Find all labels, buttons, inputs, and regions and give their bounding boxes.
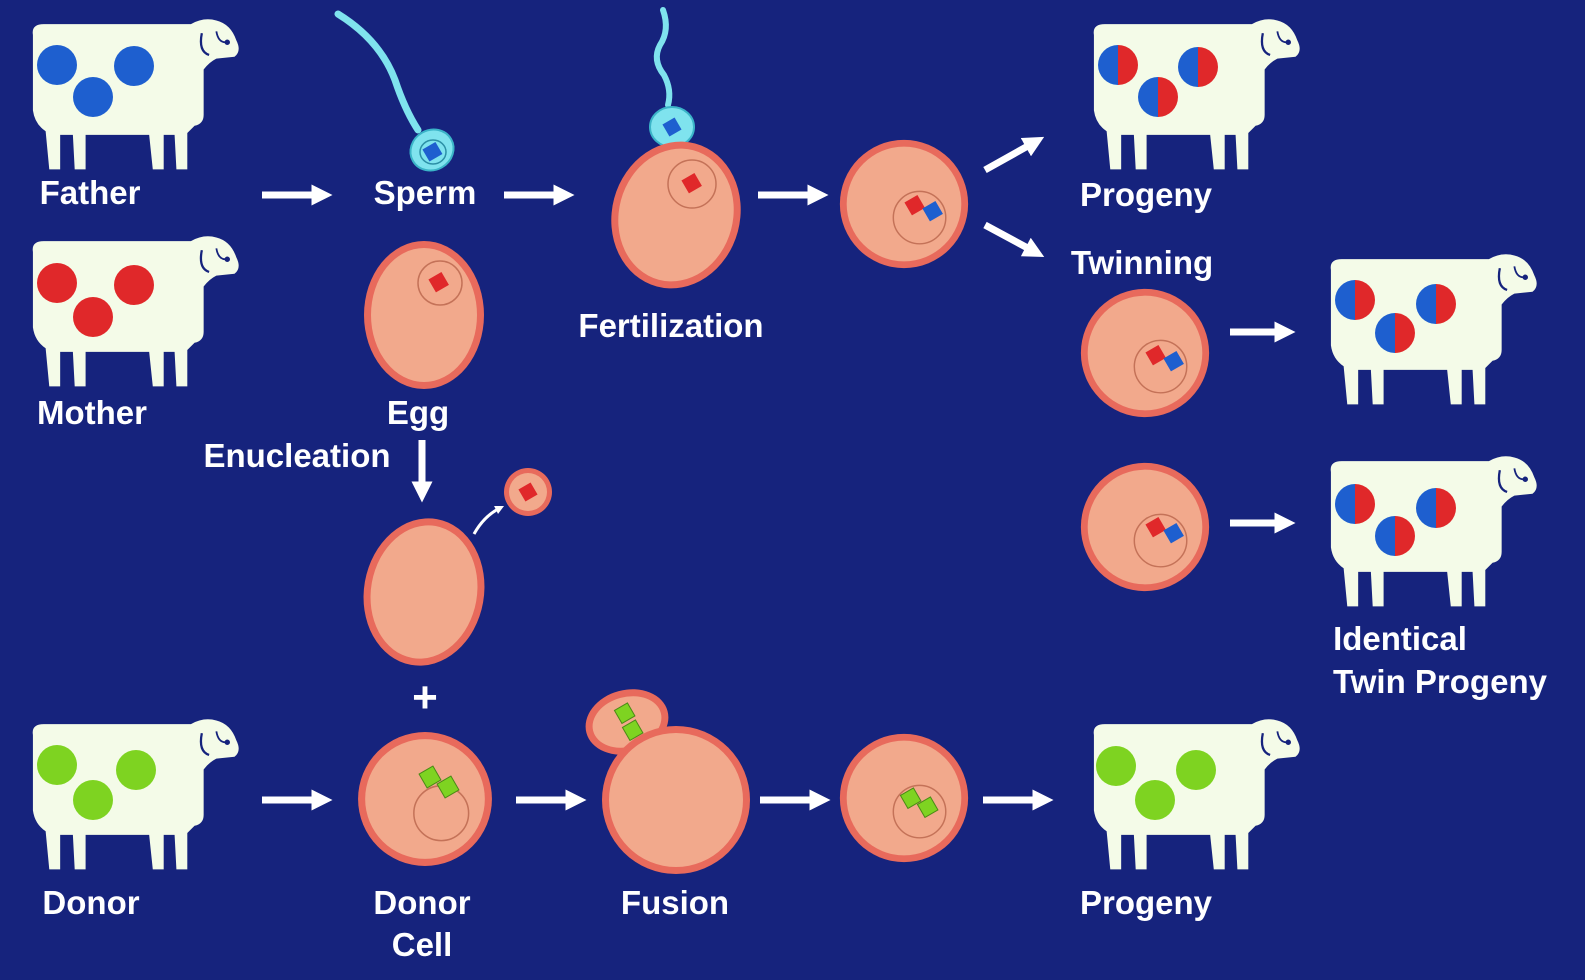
twinning-label: Twinning	[1071, 244, 1213, 281]
identical-twin-label-line2: Twin Progeny	[1333, 663, 1548, 700]
mother-sheep-icon	[33, 236, 239, 386]
fusion-cell-icon	[578, 680, 750, 874]
sperm-label: Sperm	[374, 174, 477, 211]
donor-cell-label-line1: Donor	[373, 884, 470, 921]
progeny-top-sheep-icon	[1094, 19, 1300, 169]
twin-cell-1-icon	[1081, 289, 1209, 417]
enucleation-label: Enucleation	[203, 437, 390, 474]
donor-sheep-icon	[33, 719, 239, 869]
cloned-embryo-cell-icon	[840, 734, 968, 862]
progeny-bottom-sheep-icon	[1094, 719, 1300, 869]
fusion-label: Fusion	[621, 884, 729, 921]
progeny-bottom-label: Progeny	[1080, 884, 1213, 921]
identical-twin-label-line1: Identical	[1333, 620, 1467, 657]
removed-nucleus-icon	[504, 468, 552, 516]
small-arrow-icon	[474, 508, 500, 534]
arrow-icon	[985, 142, 1035, 170]
donor-cell-label-line2: Cell	[392, 926, 453, 963]
father-sheep-icon	[33, 19, 239, 169]
progeny-top-label: Progeny	[1080, 176, 1213, 213]
zygote-cell-icon	[840, 140, 968, 268]
twin-2-sheep-icon	[1331, 456, 1537, 606]
egg-label: Egg	[387, 394, 449, 431]
fertilization-cell-icon	[595, 10, 757, 303]
father-label: Father	[40, 174, 141, 211]
sperm-icon	[338, 14, 461, 178]
arrow-icon	[985, 225, 1035, 252]
plus-label: +	[412, 673, 438, 722]
donor-label: Donor	[42, 884, 139, 921]
egg-cell-icon	[364, 241, 484, 389]
donor-cell-icon	[358, 732, 492, 866]
twin-1-sheep-icon	[1331, 254, 1537, 404]
twin-cell-2-icon	[1081, 463, 1209, 591]
mother-label: Mother	[37, 394, 147, 431]
fertilization-label: Fertilization	[578, 307, 763, 344]
